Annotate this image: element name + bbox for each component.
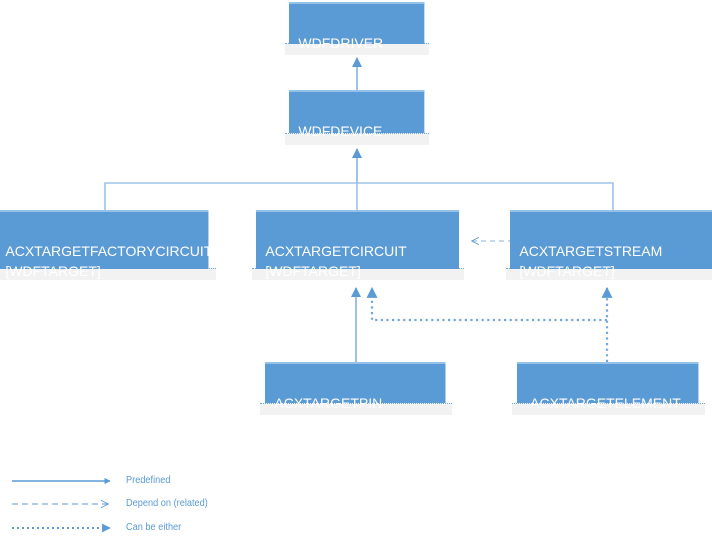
node-acxtargetelement-label: ACXTARGETELEMENT — [530, 395, 681, 411]
node-acxtargetpin[interactable]: ACXTARGETPIN — [265, 362, 446, 411]
node-shadow-acxtargetelement — [512, 403, 705, 415]
legend-label-predefined: Predefined — [126, 475, 171, 486]
node-wdfdriver[interactable]: WDFDRIVER — [289, 2, 425, 51]
node-wdfdevice-label: WDFDEVICE — [298, 123, 383, 139]
node-acxtargetfactorycircuit[interactable]: ACXTARGETFACTORYCIRCUIT [WDFTARGET] — [0, 210, 212, 279]
node-shadow-wdfdevice — [285, 133, 429, 145]
node-wdfdriver-label: WDFDRIVER — [298, 35, 384, 51]
node-acxtargetfactorycircuit-label: ACXTARGETFACTORYCIRCUIT [WDFTARGET] — [5, 243, 213, 279]
legend-label-can-be-either: Can be either — [126, 522, 182, 533]
node-acxtargetstream[interactable]: ACXTARGETSTREAM [WDFTARGET] — [510, 210, 712, 279]
node-acxtargetcircuit-label: ACXTARGETCIRCUIT [WDFTARGET] — [265, 243, 407, 279]
node-acxtargetpin-label: ACXTARGETPIN — [274, 395, 383, 411]
node-shadow-acxtargetpin — [260, 403, 452, 415]
node-acxtargetelement[interactable]: ACXTARGETELEMENT — [517, 362, 699, 411]
node-acxtargetstream-label: ACXTARGETSTREAM [WDFTARGET] — [519, 243, 663, 279]
node-acxtargetcircuit[interactable]: ACXTARGETCIRCUIT [WDFTARGET] — [256, 210, 460, 279]
node-wdfdevice[interactable]: WDFDEVICE — [289, 90, 425, 139]
legend-label-depend-on: Depend on (related) — [126, 498, 208, 509]
